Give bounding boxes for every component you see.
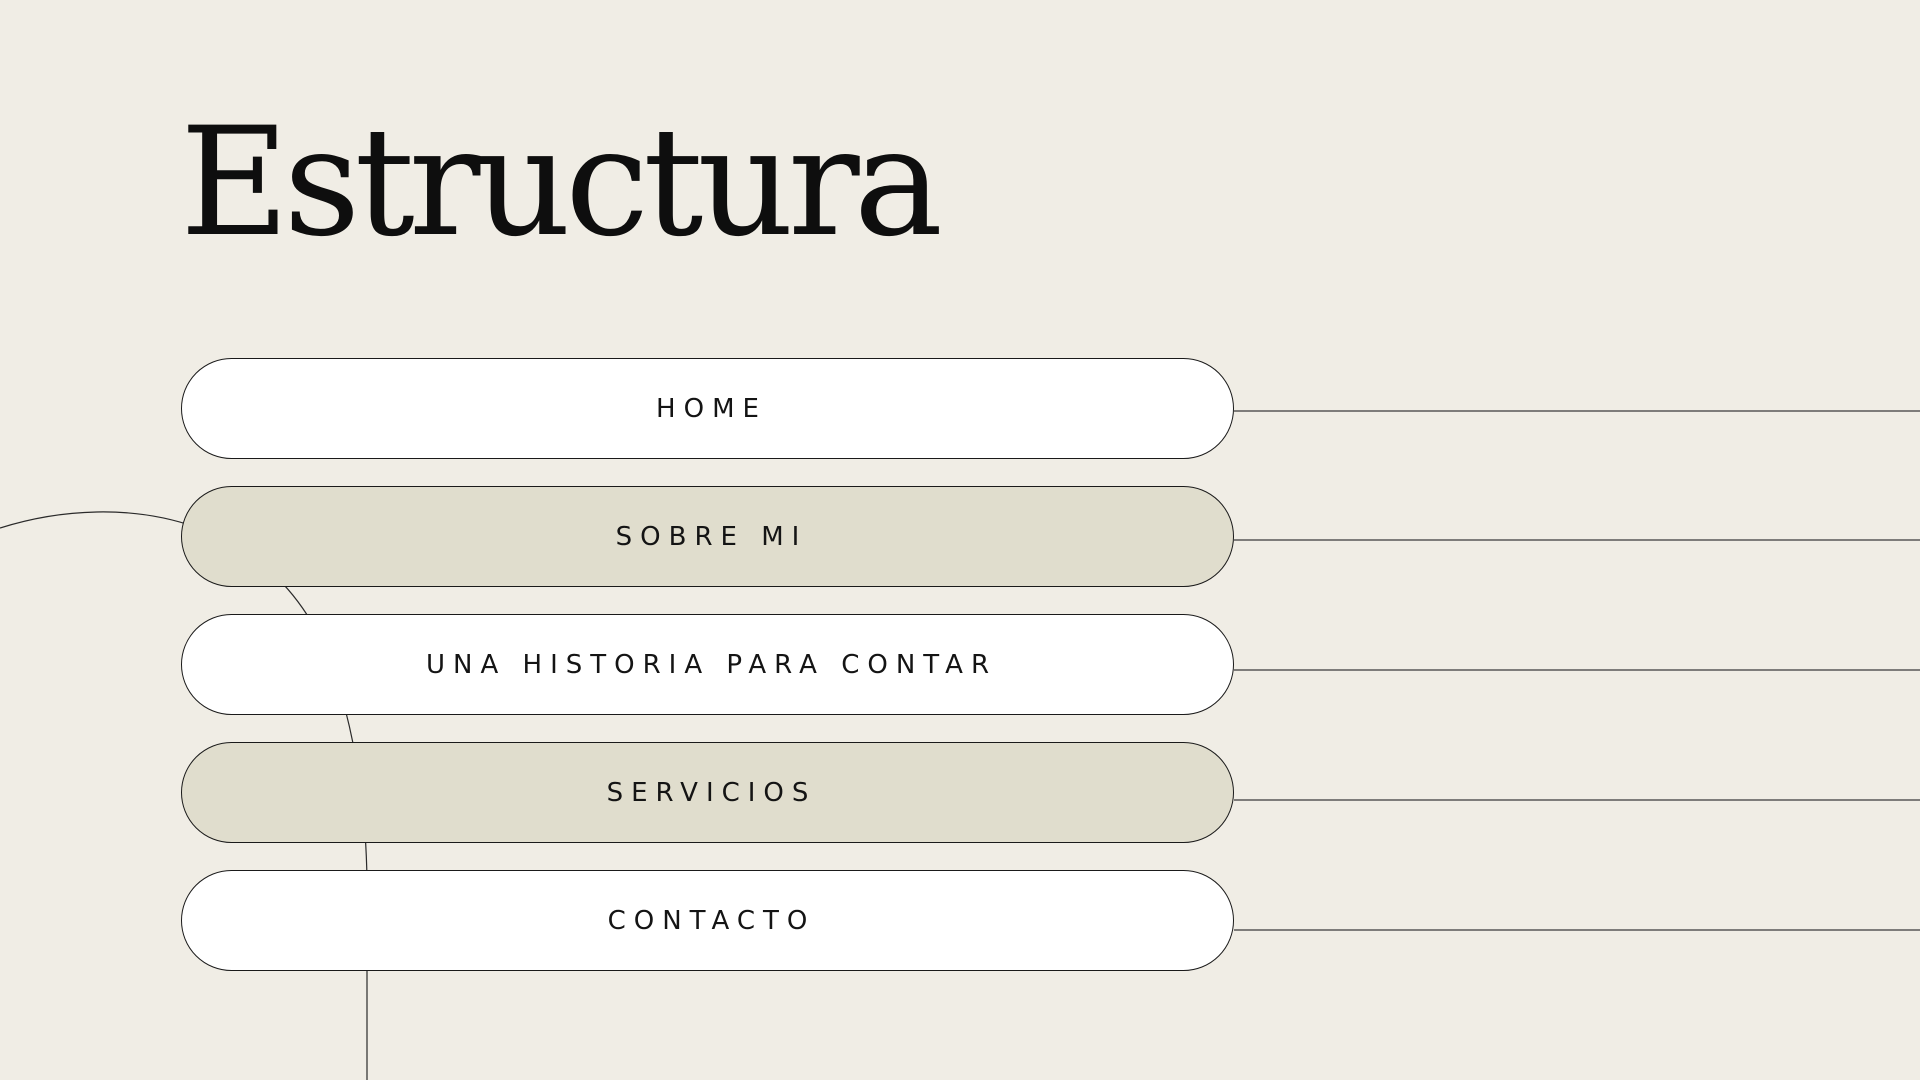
nav-pill-home[interactable]: HOME — [181, 358, 1234, 459]
nav-pill-label: CONTACTO — [607, 905, 816, 936]
nav-pill-label: UNA HISTORIA PARA CONTAR — [425, 649, 998, 680]
structure-nav: HOME SOBRE MI UNA HISTORIA PARA CONTAR S… — [181, 358, 1234, 998]
nav-pill-label: SOBRE MI — [615, 521, 808, 552]
nav-pill-label: SERVICIOS — [606, 777, 817, 808]
nav-pill-historia[interactable]: UNA HISTORIA PARA CONTAR — [181, 614, 1234, 715]
nav-pill-sobre-mi[interactable]: SOBRE MI — [181, 486, 1234, 587]
nav-pill-servicios[interactable]: SERVICIOS — [181, 742, 1234, 843]
page-title: Estructura — [180, 96, 943, 270]
nav-pill-label: HOME — [656, 393, 767, 424]
nav-pill-contacto[interactable]: CONTACTO — [181, 870, 1234, 971]
